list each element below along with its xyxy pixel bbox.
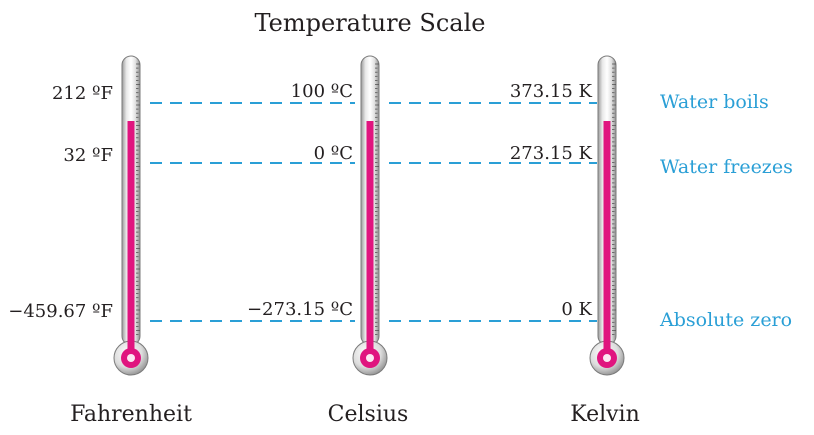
reference-dashed-lines	[150, 102, 597, 322]
water-boils-label: Water boils	[660, 91, 769, 113]
celsius-thermometer	[352, 55, 388, 376]
kelvin-boils-label: 373.15 K	[510, 81, 593, 102]
fahrenheit-freezes-label: 32 ºF	[63, 145, 113, 166]
celsius-freezes-label: 0 ºC	[314, 143, 353, 164]
bulb-highlight	[603, 354, 611, 362]
thermometer-fluid	[127, 121, 135, 358]
bulb-highlight	[127, 354, 135, 362]
water-freezes-label: Water freezes	[660, 156, 793, 178]
absolute-zero-label: Absolute zero	[659, 309, 792, 331]
diagram-title: Temperature Scale	[255, 9, 486, 37]
thermometer-fluid	[366, 121, 374, 358]
celsius-scale-name: Celsius	[328, 402, 409, 427]
kelvin-zero-label: 0 K	[561, 299, 592, 320]
celsius-zero-label: −273.15 ºC	[247, 299, 353, 320]
fahrenheit-boils-label: 212 ºF	[52, 83, 113, 104]
fahrenheit-zero-label: −459.67 ºF	[8, 301, 113, 322]
thermometer-ticks	[136, 63, 140, 336]
kelvin-freezes-label: 273.15 K	[510, 143, 593, 164]
fahrenheit-scale-name: Fahrenheit	[70, 402, 192, 427]
kelvin-scale-name: Kelvin	[570, 402, 640, 427]
thermometer-fluid	[603, 121, 611, 358]
thermometers	[113, 55, 625, 376]
kelvin-thermometer	[589, 55, 625, 376]
celsius-boils-label: 100 ºC	[291, 81, 353, 102]
thermometer-ticks	[612, 63, 616, 336]
thermometer-ticks	[375, 63, 379, 336]
bulb-highlight	[366, 354, 374, 362]
fahrenheit-thermometer	[113, 55, 149, 376]
